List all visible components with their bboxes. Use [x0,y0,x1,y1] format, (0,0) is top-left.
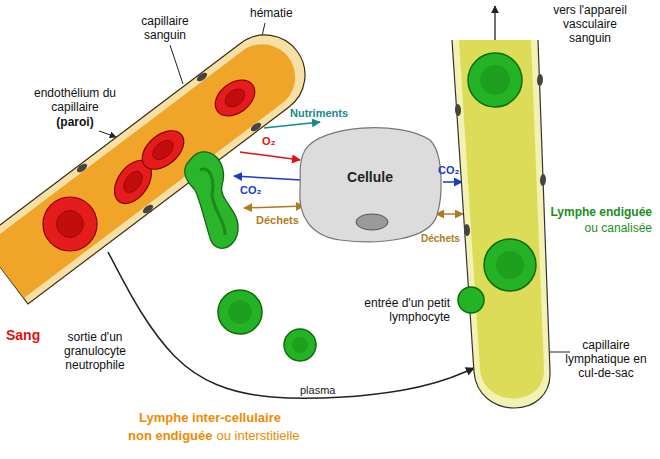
entering-lymphocyte [458,287,484,313]
free-lymphocyte [284,329,316,361]
annotation-label: Lymphe inter-cellulaire [120,410,300,426]
granulocyte-nucleus [200,169,225,235]
edge-label: Nutriments [290,106,348,120]
endothelial-nucleus [75,162,88,174]
annotation-label: sortie d'un granulocyte neutrophile [45,330,145,372]
endothelial-nucleus [540,174,546,186]
capillary-wall [0,35,305,304]
lymph-capillary: Lymphe endiguéeou canalisée [445,30,560,410]
edge-label: Déchets [421,232,460,246]
red-blood-cell [135,123,191,177]
lymphocyte [468,53,522,107]
blood-capillary: Sang [0,20,310,350]
red-blood-cell-center [149,137,177,164]
cell-body [300,128,441,242]
cell-shape [297,122,444,246]
red-blood-cell-center [222,85,249,110]
annotation-label: endothélium du capillaire [25,86,125,114]
lymph-outline [452,40,550,408]
exchange-arrow [436,213,463,215]
edge-label: CO₂ [240,183,261,197]
lymph-capillary-shape [445,30,560,410]
exchange-arrow [240,152,300,160]
node-title: Lymphe endiguée [550,205,652,219]
cell-nucleus [356,214,388,230]
exchange-arrow [443,181,462,183]
red-blood-cell [43,197,97,251]
annotation-label: non endiguée [128,428,213,444]
red-blood-cell-center [57,211,84,238]
lymphocyte-nucleus [480,65,510,95]
endothelial-nucleus [537,74,543,86]
edge-label: CO₂ [438,163,459,177]
lymphocyte-nucleus [496,251,524,279]
plasma-flow-arrow [108,252,474,398]
blood-capillary-shape [0,20,310,350]
annotation-label: (paroi) [25,115,125,129]
lymphocyte-nucleus [228,300,252,324]
annotation-label: vers l'appareil vasculaire sanguin [545,3,635,45]
annotation-label: ou interstitielle [217,428,300,444]
node-title: Cellule [320,170,420,184]
edge-label: O₂ [262,134,275,148]
lymphocyte-nucleus [292,337,308,353]
endothelial-nucleus [141,203,154,215]
outflow-arrow [494,6,495,40]
endothelial-nucleus [195,71,208,83]
endothelial-nucleus [464,224,471,236]
edge-label: plasma [300,383,335,397]
free-lymphocyte [218,290,262,334]
lymphocyte [484,239,536,291]
annotation-label: entrée d'un petit lymphocyte [345,296,450,324]
red-blood-cell [208,73,261,123]
annotation-label: hématie [250,6,293,20]
leader-line [170,45,183,84]
exchange-arrow [244,206,304,208]
exchange-arrow [234,176,301,180]
node-title: Sang [6,328,40,342]
exchange-arrow [264,122,320,128]
leader-line [99,131,116,137]
capillary-lumen [0,44,295,298]
cell: Cellule [297,122,444,246]
lymph-wall [452,40,550,408]
edge-label: Déchets [256,213,299,227]
red-blood-cell-center [120,168,146,196]
neutrophil-granulocyte [185,152,239,248]
node-subtitle: ou canalisée [585,221,652,235]
endothelial-nucleus [455,104,462,116]
annotation-label: capillaire sanguin [120,14,210,42]
annotation-label: capillaire lymphatique en cul-de-sac [560,338,652,380]
endothelial-nucleus [249,121,262,133]
